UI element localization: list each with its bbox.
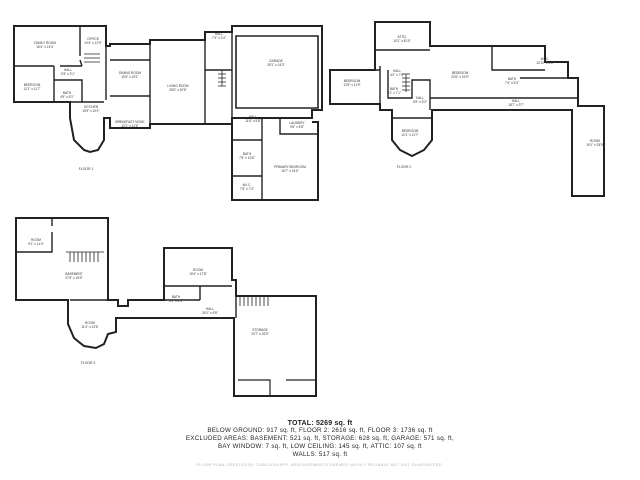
area-summary: TOTAL: 5269 sq. ft BELOW GROUND: 917 sq.…	[0, 420, 640, 467]
floor-plan-drawing: FAMILY ROOM 16'4" x 14'4" OFFICE 10'4" x…	[13, 21, 605, 397]
room-label: W.I.C.	[243, 183, 252, 187]
room-label: OFFICE	[87, 37, 99, 41]
area-line: BAY WINDOW: 7 sq. ft, LOW CEILING: 145 s…	[217, 443, 423, 450]
room-label: LIVING ROOM	[167, 84, 189, 88]
room-label: BASEMENT	[65, 272, 83, 276]
room-label: BATH	[63, 91, 72, 95]
room-label: STORAGE	[252, 328, 268, 332]
room-dims: 7'4" x 5'3"	[505, 81, 519, 85]
room-dims: 12'5" x 11'9"	[343, 83, 360, 87]
room-label: PRIMARY BEDROOM	[274, 165, 306, 169]
room-label: FAMILY ROOM	[34, 41, 56, 45]
room-dims: 10'10" x 5'6"	[536, 61, 553, 65]
room-label: HALL	[206, 307, 214, 311]
room-dims: 25'6" x 20'6"	[169, 88, 186, 92]
room-label: HALL	[249, 115, 257, 119]
room-dims: 4'2" x 7'6"	[390, 73, 404, 77]
floor3-label: FLOOR 3	[81, 361, 96, 365]
room-dims: 5'5" x 4'6"	[169, 299, 183, 303]
room-label: DINING ROOM	[119, 71, 141, 75]
floor2-plan	[329, 21, 605, 197]
room-dims: 12'1" x 11'7"	[23, 87, 40, 91]
room-dims: 12'1" x 11'7"	[401, 133, 418, 137]
room-label: BATH	[243, 152, 252, 156]
room-label: BATH	[390, 87, 399, 91]
room-dims: 5'1" x 7'1"	[387, 91, 401, 95]
room-label: HALL	[215, 32, 223, 36]
floor3-labels: ROOM 9'1" x 11'4" BASEMENT 27'5" x 18'9"…	[28, 238, 268, 365]
room-label: ROOM	[590, 139, 600, 143]
floor2-label: FLOOR 2	[397, 165, 412, 169]
room-dims: 9'6" x 5'8"	[290, 125, 304, 129]
area-line: EXCLUDED AREAS: BASEMENT: 521 sq. ft, ST…	[185, 435, 455, 442]
room-label: ROOM	[193, 268, 203, 272]
room-dims: 7'5" x 7'3"	[240, 187, 254, 191]
room-label: BEDROOM	[24, 83, 41, 87]
room-dims: 18'7" x 3'7"	[508, 103, 524, 107]
room-dims: 16'7" x 16'0"	[281, 169, 298, 173]
room-label: ROOM	[85, 321, 95, 325]
room-dims: 27'5" x 18'9"	[65, 276, 82, 280]
room-dims: 5'3" x 3'1"	[61, 72, 75, 76]
room-dims: 7'5" x 10'6"	[239, 156, 255, 160]
room-label: BEDROOM	[452, 71, 469, 75]
room-dims: 11'4" x 13'6"	[81, 325, 98, 329]
room-dims: 7'3" x 3'4"	[212, 36, 226, 40]
room-label: BATH	[172, 295, 181, 299]
area-line: WALLS: 517 sq. ft	[292, 451, 348, 458]
room-label: BEDROOM	[344, 79, 361, 83]
room-label: ATTIC	[398, 35, 408, 39]
room-label: KITCHEN	[84, 105, 99, 109]
room-dims: 11'6" x 5'8"	[245, 119, 260, 123]
room-dims: 16'4" x 14'4"	[36, 45, 53, 49]
disclaimer-text: FLOOR PLAN CREATED BY CUBICASA APP. MEAS…	[196, 462, 444, 467]
room-dims: 15'3" x 15'1"	[121, 75, 138, 79]
room-dims: 4'9" x 5'1"	[60, 95, 74, 99]
room-label: ROOM	[31, 238, 41, 242]
room-dims: 9'1" x 11'4"	[28, 242, 43, 246]
room-label: BATH	[508, 77, 517, 81]
total-area: TOTAL: 5269 sq. ft	[287, 420, 353, 427]
room-label: W.I.C.	[541, 57, 550, 61]
floor1-plan	[13, 25, 323, 201]
floor2-labels: ATTIC 10'1" x 8'10" BEDROOM 12'5" x 11'9…	[343, 35, 603, 169]
room-label: LAUNDRY	[289, 121, 305, 125]
room-dims: 15'9" x 20'1"	[82, 109, 99, 113]
room-dims: 5'9" x 5'3"	[413, 100, 427, 104]
room-dims: 19'4" x 17'8"	[189, 272, 206, 276]
area-line: BELOW GROUND: 917 sq. ft, FLOOR 2: 2616 …	[207, 427, 433, 434]
room-dims: 23'7" x 26'9"	[251, 332, 268, 336]
room-dims: 10'1" x 8'10"	[393, 39, 410, 43]
room-label: BREAKFAST NOOK	[116, 120, 146, 124]
room-dims: 25'1" x 24'3"	[267, 63, 284, 67]
floor1-label: FLOOR 1	[79, 167, 94, 171]
room-label: HALL	[512, 99, 520, 103]
room-dims: 10'4" x 12'9"	[84, 41, 101, 45]
room-dims: 22'6" x 19'9"	[451, 75, 468, 79]
room-label: HALL	[64, 68, 72, 72]
room-label: HALL	[416, 96, 424, 100]
room-dims: 12'1" x 11'5"	[121, 124, 138, 128]
floor3-plan	[15, 217, 317, 397]
floor1-labels: FAMILY ROOM 16'4" x 14'4" OFFICE 10'4" x…	[23, 32, 306, 191]
room-dims: 30'1" x 5'5"	[202, 311, 218, 315]
room-label: GARAGE	[269, 59, 283, 63]
room-label: HALL	[393, 69, 401, 73]
room-label: BEDROOM	[402, 129, 419, 133]
room-dims: 19'1" x 25'9"	[586, 143, 603, 147]
